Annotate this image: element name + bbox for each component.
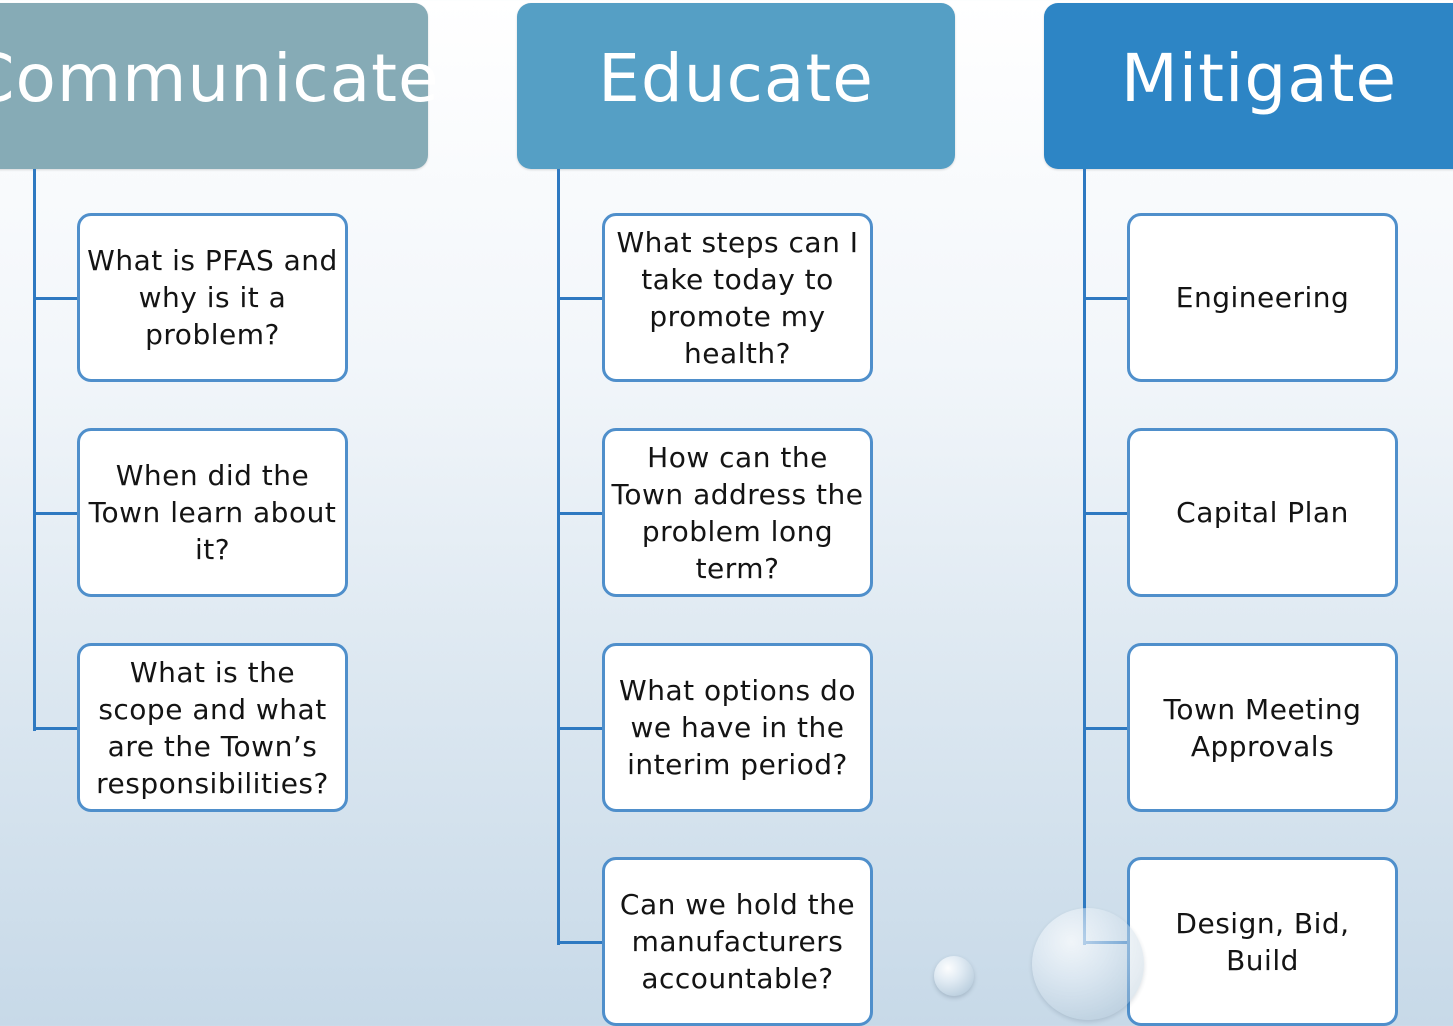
communicate-item-text: What is the scope and what are the Town’… bbox=[96, 655, 329, 800]
communicate-header: Communicate bbox=[0, 3, 439, 169]
communicate-item-pfas: What is PFAS and why is it a problem? bbox=[77, 213, 348, 382]
educate-item-text: Can we hold the manufacturers accountabl… bbox=[619, 888, 856, 995]
mitigate-header: Mitigate bbox=[1044, 3, 1453, 169]
mitigate-item-text: Capital Plan bbox=[1176, 496, 1349, 529]
mitigate-item-text: Town Meeting Approvals bbox=[1163, 692, 1362, 763]
mitigate-connector-line bbox=[1083, 169, 1086, 945]
educate-item-steps: What steps can I take today to promote m… bbox=[602, 213, 873, 382]
mitigate-item-capital-plan: Capital Plan bbox=[1127, 428, 1398, 597]
educate-item-interim: What options do we have in the interim p… bbox=[602, 643, 873, 812]
educate-connector-line bbox=[557, 169, 560, 945]
educate-item-accountable: Can we hold the manufacturers accountabl… bbox=[602, 857, 873, 1026]
mitigate-branch-1 bbox=[1083, 297, 1128, 300]
educate-header: Educate bbox=[517, 3, 955, 169]
educate-item-text: How can the Town address the problem lon… bbox=[611, 440, 864, 585]
communicate-title: Communicate bbox=[0, 39, 440, 117]
communicate-branch-2 bbox=[33, 512, 78, 515]
communicate-branch-3 bbox=[33, 727, 78, 730]
educate-branch-4 bbox=[557, 941, 603, 944]
mitigate-item-engineering: Engineering bbox=[1127, 213, 1398, 382]
mitigate-item-design-bid-build: Design, Bid, Build bbox=[1127, 857, 1398, 1026]
large-bubble-decoration bbox=[1032, 908, 1144, 1020]
communicate-item-text: When did the Town learn about it? bbox=[88, 459, 337, 566]
educate-branch-3 bbox=[557, 727, 603, 730]
mitigate-branch-3 bbox=[1083, 727, 1128, 730]
communicate-branch-1 bbox=[33, 297, 78, 300]
communicate-connector-line bbox=[33, 169, 36, 731]
mitigate-item-text: Design, Bid, Build bbox=[1175, 906, 1350, 977]
mitigate-item-text: Engineering bbox=[1175, 281, 1350, 314]
communicate-item-text: What is PFAS and why is it a problem? bbox=[87, 244, 338, 351]
educate-branch-2 bbox=[557, 512, 603, 515]
educate-title: Educate bbox=[598, 39, 874, 117]
mitigate-branch-2 bbox=[1083, 512, 1128, 515]
educate-branch-1 bbox=[557, 297, 603, 300]
mitigate-title: Mitigate bbox=[1120, 39, 1398, 117]
communicate-item-when: When did the Town learn about it? bbox=[77, 428, 348, 597]
educate-item-long-term: How can the Town address the problem lon… bbox=[602, 428, 873, 597]
small-bubble-decoration bbox=[934, 956, 974, 996]
mitigate-item-town-meeting: Town Meeting Approvals bbox=[1127, 643, 1398, 812]
educate-item-text: What steps can I take today to promote m… bbox=[616, 225, 859, 370]
communicate-item-scope: What is the scope and what are the Town’… bbox=[77, 643, 348, 812]
educate-item-text: What options do we have in the interim p… bbox=[619, 674, 856, 781]
